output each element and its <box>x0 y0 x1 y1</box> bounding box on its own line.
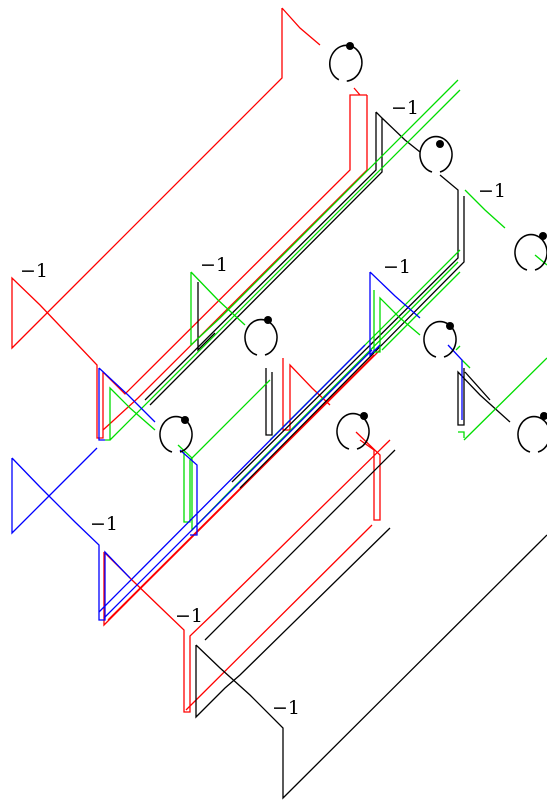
green-strand-right <box>373 271 547 441</box>
dotted-circle-4 <box>244 316 278 356</box>
black-link-component <box>144 111 547 800</box>
dotted-circle-7 <box>336 412 370 450</box>
blue-link-component <box>11 271 463 621</box>
green-link-component <box>105 79 547 532</box>
dotted-circle-6 <box>159 415 193 453</box>
framing-label-1: −1 <box>391 97 419 119</box>
framing-label-8: −1 <box>272 697 300 719</box>
black-strand-top <box>144 111 465 489</box>
dotted-circle-5 <box>423 320 457 358</box>
green-strand-low <box>455 345 471 369</box>
red-strand-top <box>11 7 367 439</box>
framing-label-2: −1 <box>478 180 506 202</box>
dotted-circle-8 <box>517 412 547 453</box>
black-strand-left <box>204 368 396 641</box>
dotted-circle-2 <box>419 135 453 173</box>
framing-label-6: −1 <box>90 513 118 535</box>
framing-label-5: −1 <box>20 260 48 282</box>
green-strand-top <box>177 79 547 532</box>
framing-label-3: −1 <box>200 254 228 276</box>
framing-label-7: −1 <box>175 605 203 627</box>
red-strand-lower <box>103 349 391 713</box>
red-strand-mid <box>102 95 368 431</box>
framing-label-4: −1 <box>383 256 411 278</box>
dotted-circle-3 <box>514 232 547 271</box>
blue-strand-upper <box>98 344 373 619</box>
dotted-circles <box>159 42 547 453</box>
black-strand-mid <box>197 282 511 426</box>
blue-strand-left <box>11 447 131 621</box>
green-strand-mid <box>105 89 461 523</box>
framing-labels: −1 −1 −1 −1 −1 −1 −1 −1 −1 <box>20 97 506 719</box>
dotted-circle-1 <box>328 42 363 82</box>
black-strand-lower <box>195 527 547 800</box>
